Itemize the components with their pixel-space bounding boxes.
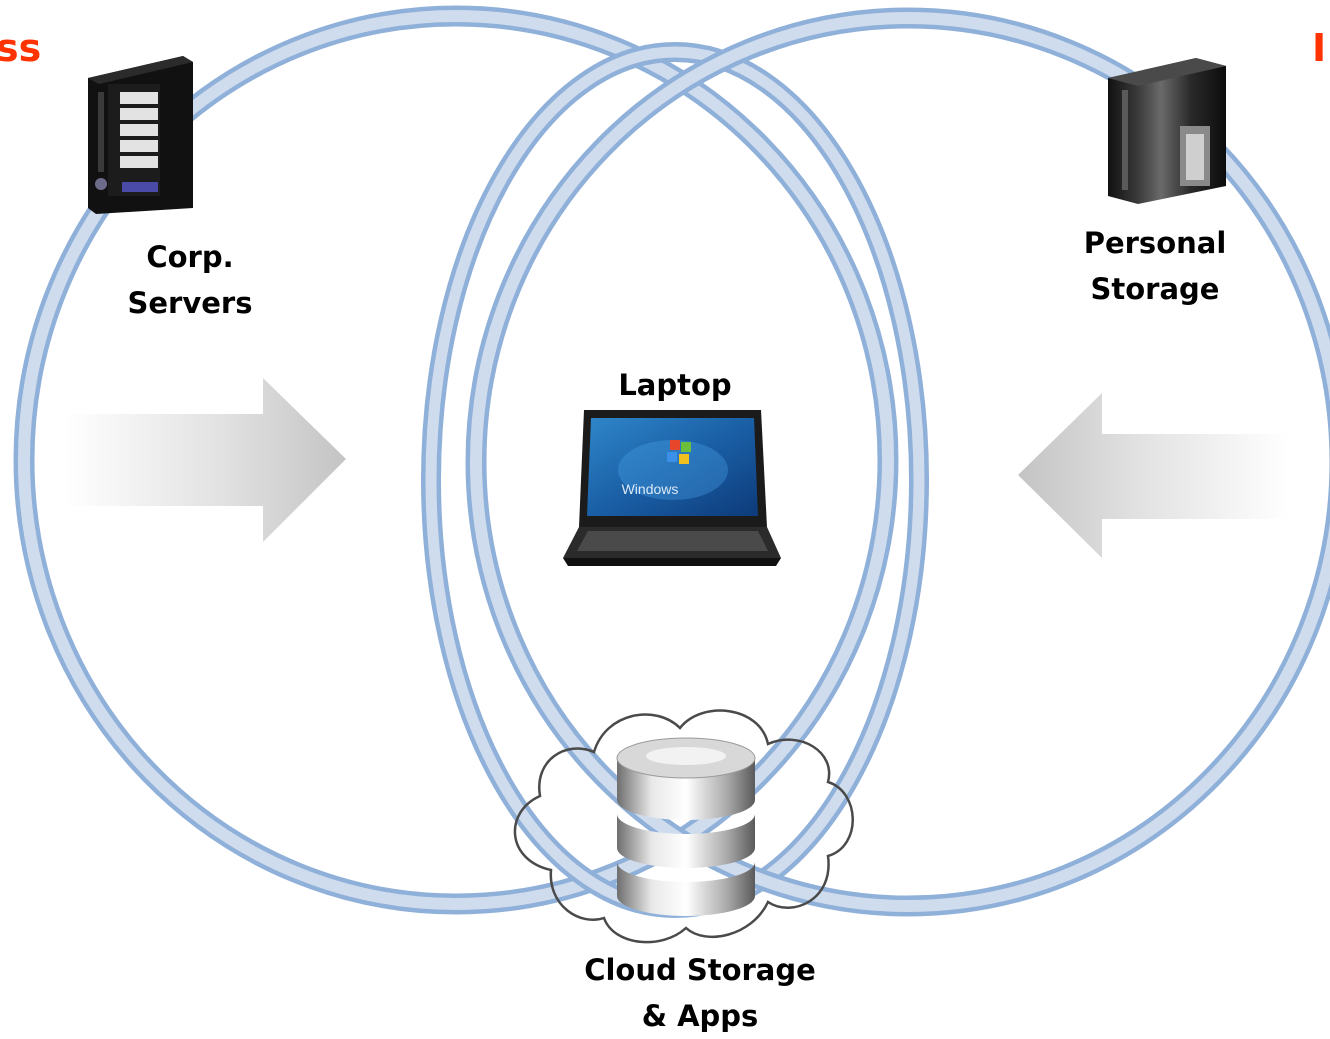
- left-ring: [13, 5, 899, 915]
- cloud-storage-label: Cloud Storage & Apps: [550, 947, 850, 1039]
- corp-servers-line-1: Corp.: [146, 240, 234, 274]
- right-arrow: [1018, 393, 1290, 558]
- right-ring: [465, 7, 1330, 917]
- laptop-icon: Windows: [563, 410, 781, 566]
- left-arrow: [65, 378, 346, 542]
- server-icon: [88, 56, 193, 214]
- windows-logo-text: Windows: [622, 481, 679, 497]
- database-icon: [616, 737, 756, 916]
- edge-text-left: ss: [0, 26, 42, 70]
- laptop-label: Laptop: [618, 368, 732, 402]
- corp-servers-line-2: Servers: [127, 286, 253, 320]
- personal-storage-line-2: Storage: [1090, 272, 1220, 306]
- cloud-storage-line-2: & Apps: [641, 999, 759, 1033]
- edge-text-right: I: [1312, 26, 1327, 70]
- cloud-storage-line-1: Cloud Storage: [584, 953, 816, 987]
- corp-servers-label: Corp. Servers: [95, 234, 285, 326]
- personal-storage-label: Personal Storage: [1050, 220, 1260, 312]
- hard-drive-icon: [1108, 58, 1226, 204]
- cloud-icon: [513, 709, 854, 944]
- personal-storage-line-1: Personal: [1083, 226, 1227, 260]
